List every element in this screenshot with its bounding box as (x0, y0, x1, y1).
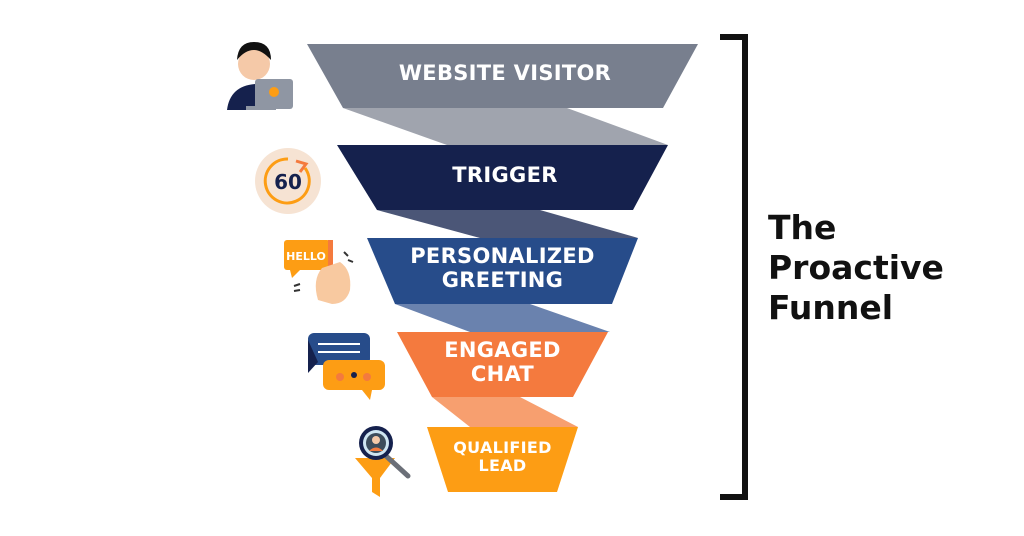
connector-3 (395, 304, 610, 332)
person-laptop-icon (227, 42, 293, 110)
diagram-title: The Proactive Funnel (768, 208, 944, 328)
connector-4 (432, 397, 578, 427)
chat-bubbles-icon (308, 333, 385, 400)
title-line: Funnel (768, 288, 894, 327)
hello-text: HELLO (286, 250, 326, 263)
bracket (720, 34, 748, 500)
funnel-band-trigger (337, 145, 668, 210)
stage-label-line: GREETING (441, 267, 564, 292)
stage-label-line: CHAT (470, 361, 535, 386)
stage-label-line: WEBSITE VISITOR (398, 61, 612, 85)
stage-label-line: LEAD (478, 455, 527, 475)
stage-label-personalized-greeting: PERSONALIZED GREETING (370, 244, 635, 292)
funnel-band-qualified-lead (427, 427, 578, 492)
timer-value: 60 (274, 170, 302, 194)
stage-label-line: ENGAGED (444, 338, 561, 362)
connector-2 (377, 210, 638, 238)
funnel-band-engaged-chat (397, 332, 608, 397)
title-line: The (768, 208, 837, 247)
funnel-band-website-visitor (307, 44, 698, 108)
timer-60-icon: 60 (255, 148, 321, 214)
title-line: Proactive (768, 248, 944, 287)
stage-label-qualified-lead: QUALIFIED LEAD (430, 439, 575, 475)
stage-label-line: TRIGGER (452, 163, 558, 187)
stage-label-trigger: TRIGGER (340, 163, 670, 188)
stage-label-line: PERSONALIZED (410, 244, 595, 268)
stage-label-website-visitor: WEBSITE VISITOR (340, 61, 670, 86)
stage-label-line: QUALIFIED (453, 438, 552, 457)
lead-funnel-search-icon (355, 426, 411, 497)
stage-label-engaged-chat: ENGAGED CHAT (400, 338, 605, 386)
funnel-band-personalized-greeting (367, 238, 638, 304)
hello-wave-icon: HELLO (284, 240, 354, 304)
connector-1 (343, 108, 668, 145)
